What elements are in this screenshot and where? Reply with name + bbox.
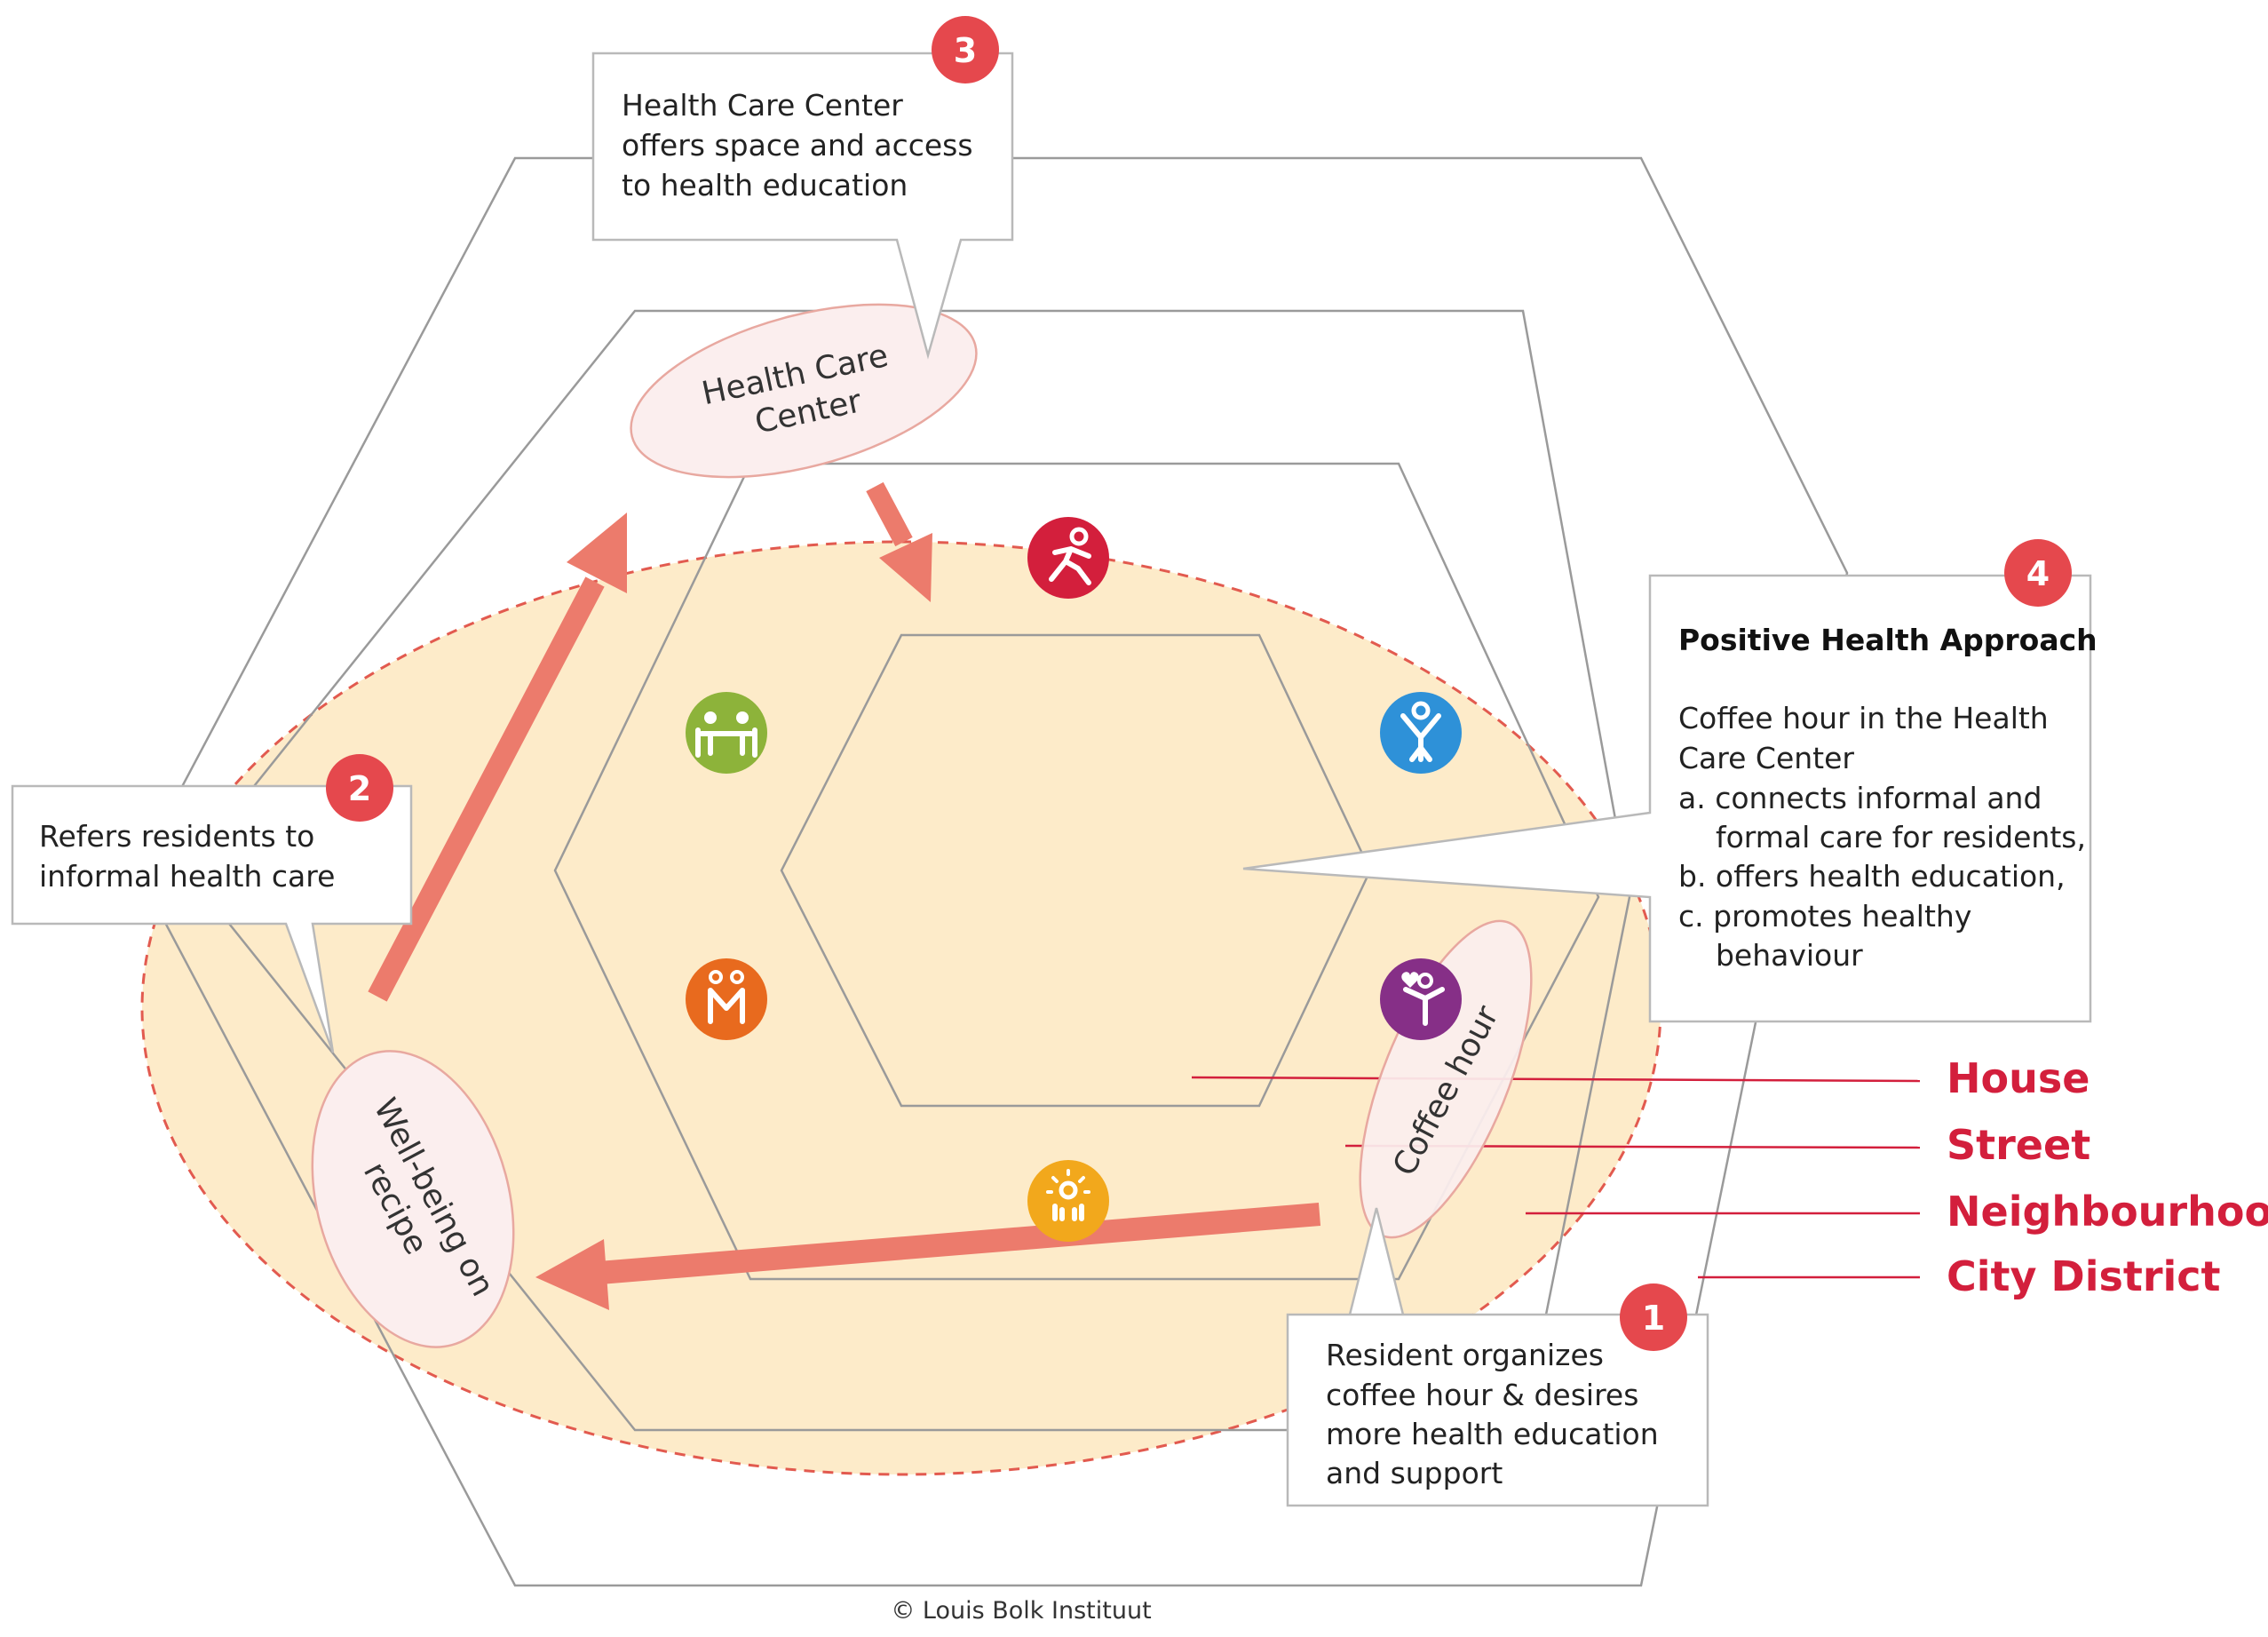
callout-4-title: Positive Health Approach [1678,623,2098,657]
person-with-heart-icon [1380,958,1462,1040]
community-sun-icon [1027,1160,1109,1242]
copyright-notice: © Louis Bolk Instituut [891,1597,1151,1625]
callout-step-2: Refers residents to informal health care… [11,754,413,1053]
svg-text:3: 3 [954,31,977,70]
flow-arrowhead-healthcare [567,513,627,593]
meaning-icon [686,958,767,1040]
street-hexagon [553,462,1600,1281]
callout-2-text: Refers residents to informal health care [39,819,335,894]
callout-step-3: Health Care Center offers space and acce… [591,16,1014,360]
wellbeing-on-recipe-ellipse [311,1050,515,1348]
flow-arrowhead-wellbeing [535,1239,609,1310]
callout-3-text: Health Care Center offers space and acce… [622,88,982,203]
step-1-badge: 1 [1620,1283,1687,1351]
flow-arrow-wellbeing-to-healthcare [368,576,605,1002]
svg-text:1: 1 [1642,1299,1665,1338]
step-2-badge: 2 [326,754,393,822]
house-hexagon [780,633,1372,1108]
callout-1-text: Resident organizes coffee hour & desires… [1326,1338,1668,1490]
svg-text:4: 4 [2026,554,2050,593]
level-label-street: Street [1947,1121,2090,1169]
callout-step-1: Resident organizes coffee hour & desires… [1286,1207,1709,1507]
svg-text:2: 2 [348,769,371,808]
level-label-neighbourhood: Neighbourhood [1947,1188,2268,1236]
flow-arrow-coffee-to-wellbeing [598,1203,1321,1284]
step-3-badge: 3 [932,16,999,83]
person-arms-raised-icon [1380,692,1462,774]
house-pointer-line [1191,1076,1921,1083]
callout-4-text: Coffee hour in the Health Care Center a.… [1678,701,2095,973]
flow-arrowhead-house [879,533,932,602]
running-person-icon [1027,517,1109,599]
level-label-city-district: City District [1947,1252,2221,1300]
callout-step-4: Positive Health Approach Coffee hour in … [1242,539,2098,1023]
people-at-table-icon [686,692,767,774]
step-4-badge: 4 [2004,539,2072,607]
flow-arrow-healthcare-to-house [866,481,913,547]
health-care-center-ellipse [630,303,978,479]
level-label-house: House [1947,1054,2090,1102]
